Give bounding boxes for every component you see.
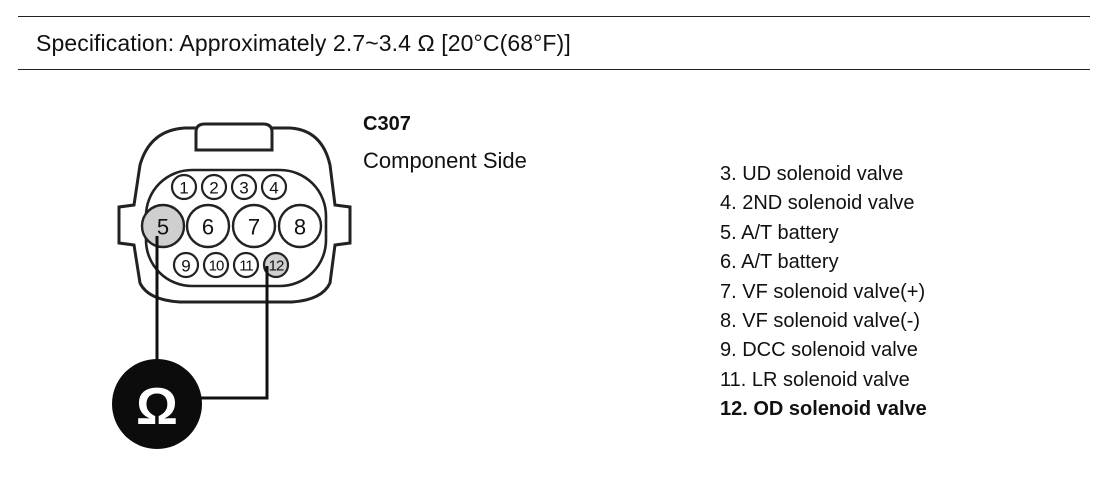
pin-9 bbox=[172, 251, 200, 279]
ohm-symbol-icon: Ω bbox=[136, 378, 178, 436]
pin-label-8: 8 bbox=[294, 215, 306, 240]
pin-1 bbox=[170, 173, 198, 201]
pin-row-1: 1 2 3 4 bbox=[170, 173, 288, 201]
legend-item: 5. A/T battery bbox=[720, 221, 839, 244]
pin-legend: 3. UD solenoid valve 4. 2ND solenoid val… bbox=[720, 160, 927, 425]
connector-side-label: Component Side bbox=[363, 148, 527, 173]
top-rule bbox=[18, 16, 1090, 17]
pin-5 bbox=[140, 203, 186, 249]
legend-item: 11. LR solenoid valve bbox=[720, 368, 910, 391]
pin-label-9: 9 bbox=[181, 257, 190, 276]
pin-label-11: 11 bbox=[239, 258, 253, 275]
legend-item: 12. OD solenoid valve bbox=[720, 398, 927, 421]
pin-label-3: 3 bbox=[239, 179, 248, 198]
bottom-rule bbox=[18, 69, 1090, 70]
pin-7 bbox=[231, 203, 277, 249]
pin-8 bbox=[277, 203, 323, 249]
pin-label-2: 2 bbox=[209, 179, 218, 198]
pin-label-12: 12 bbox=[269, 258, 284, 275]
pin-2 bbox=[200, 173, 228, 201]
specification-text: Specification: Approximately 2.7~3.4 Ω [… bbox=[36, 30, 571, 56]
pin-11 bbox=[232, 251, 260, 279]
pin-12 bbox=[262, 251, 290, 279]
pin-4 bbox=[260, 173, 288, 201]
pin-row-2: 5 6 7 8 bbox=[140, 203, 323, 249]
connector-id: C307 bbox=[363, 113, 411, 135]
pin-label-10: 10 bbox=[209, 258, 224, 275]
probe-wire-pin-12 bbox=[200, 266, 269, 400]
connector-housing bbox=[117, 126, 352, 304]
legend-item: 8. VF solenoid valve(-) bbox=[720, 310, 921, 333]
ohmmeter bbox=[112, 359, 202, 449]
connector-latch-icon bbox=[194, 122, 274, 152]
legend-item: 6. A/T battery bbox=[720, 251, 839, 274]
pin-row-3: 9 10 11 12 bbox=[172, 251, 290, 279]
legend-item: 3. UD solenoid valve bbox=[720, 163, 904, 185]
pin-label-5: 5 bbox=[157, 215, 169, 240]
legend-item: 9. DCC solenoid valve bbox=[720, 339, 918, 362]
pin-label-4: 4 bbox=[269, 179, 278, 198]
pin-3 bbox=[230, 173, 258, 201]
pin-6 bbox=[185, 203, 231, 249]
pin-10 bbox=[202, 251, 230, 279]
pin-label-7: 7 bbox=[248, 215, 260, 240]
legend-item: 7. VF solenoid valve(+) bbox=[720, 280, 926, 303]
legend-item: 4. 2ND solenoid valve bbox=[720, 192, 915, 215]
pin-label-1: 1 bbox=[179, 179, 188, 198]
pin-label-6: 6 bbox=[202, 215, 214, 240]
